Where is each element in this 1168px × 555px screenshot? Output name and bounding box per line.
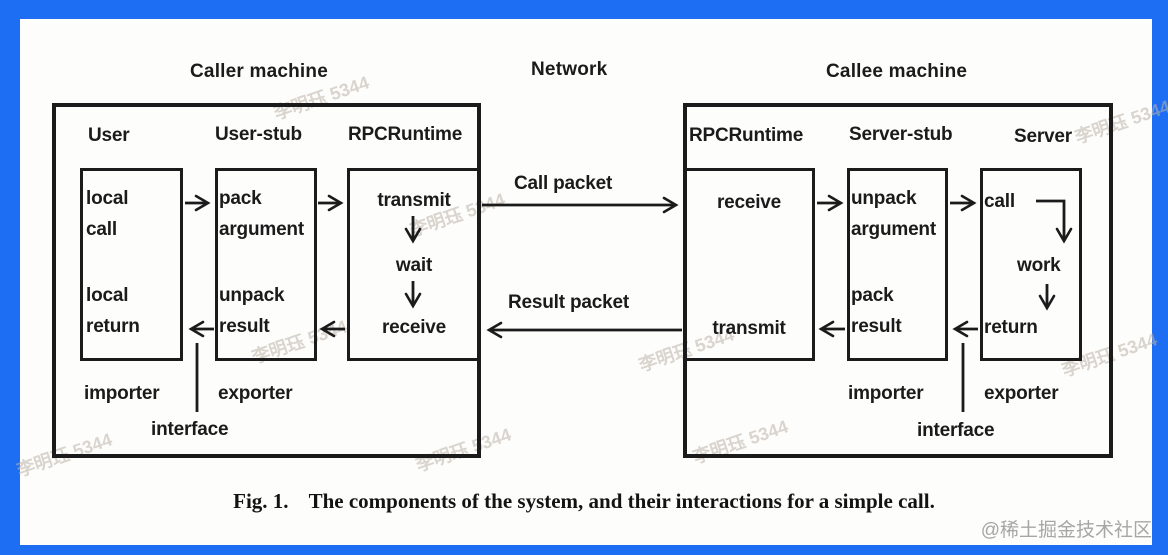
callee-rpcruntime-box (683, 168, 815, 361)
server-call-text: call (984, 191, 1015, 212)
caller-header-user: User (88, 125, 130, 146)
rpc-wait-text: wait (395, 255, 433, 276)
figure-caption-label: Fig. 1. (233, 489, 289, 513)
result-packet-label: Result packet (508, 292, 629, 313)
callee-rpc-receive-text: receive (716, 192, 782, 213)
callee-exporter-label: exporter (984, 383, 1059, 404)
figure-caption-text: The components of the system, and their … (308, 489, 935, 513)
caller-header-user-stub: User-stub (215, 124, 302, 145)
community-credit: @稀土掘金技术社区 (980, 520, 1152, 541)
server-stub-top-text: unpack argument (851, 188, 936, 240)
user-stub-top-text: pack argument (219, 188, 304, 240)
caller-importer-label: importer (84, 383, 160, 404)
caller-rpcruntime-box (347, 168, 481, 361)
user-box (80, 168, 183, 361)
server-stub-bottom-text: pack result (851, 285, 902, 337)
caller-exporter-label: exporter (218, 383, 293, 404)
figure-caption: Fig. 1. The components of the system, and… (0, 488, 1168, 514)
caller-machine-title: Caller machine (190, 61, 328, 82)
caller-interface-label: interface (151, 419, 229, 440)
call-packet-label: Call packet (514, 173, 613, 194)
callee-rpc-transmit-text: transmit (712, 318, 786, 339)
rpc-receive-text: receive (381, 317, 447, 338)
callee-header-rpcruntime: RPCRuntime (689, 125, 804, 146)
user-stub-bottom-text: unpack result (219, 285, 285, 337)
callee-header-server: Server (1014, 126, 1072, 147)
caller-header-rpcruntime: RPCRuntime (348, 124, 463, 145)
server-stub-box (847, 168, 948, 361)
rpc-transmit-text: transmit (377, 190, 451, 211)
callee-machine-title: Callee machine (826, 61, 968, 82)
user-stub-box (215, 168, 317, 361)
user-box-top-text: local call (86, 188, 129, 240)
callee-header-server-stub: Server-stub (849, 124, 953, 145)
callee-interface-label: interface (917, 420, 995, 441)
callee-importer-label: importer (848, 383, 924, 404)
network-title: Network (531, 59, 608, 80)
server-return-text: return (984, 317, 1038, 338)
server-work-text: work (1017, 255, 1061, 276)
server-box (980, 168, 1082, 361)
user-box-bottom-text: local return (86, 285, 140, 337)
